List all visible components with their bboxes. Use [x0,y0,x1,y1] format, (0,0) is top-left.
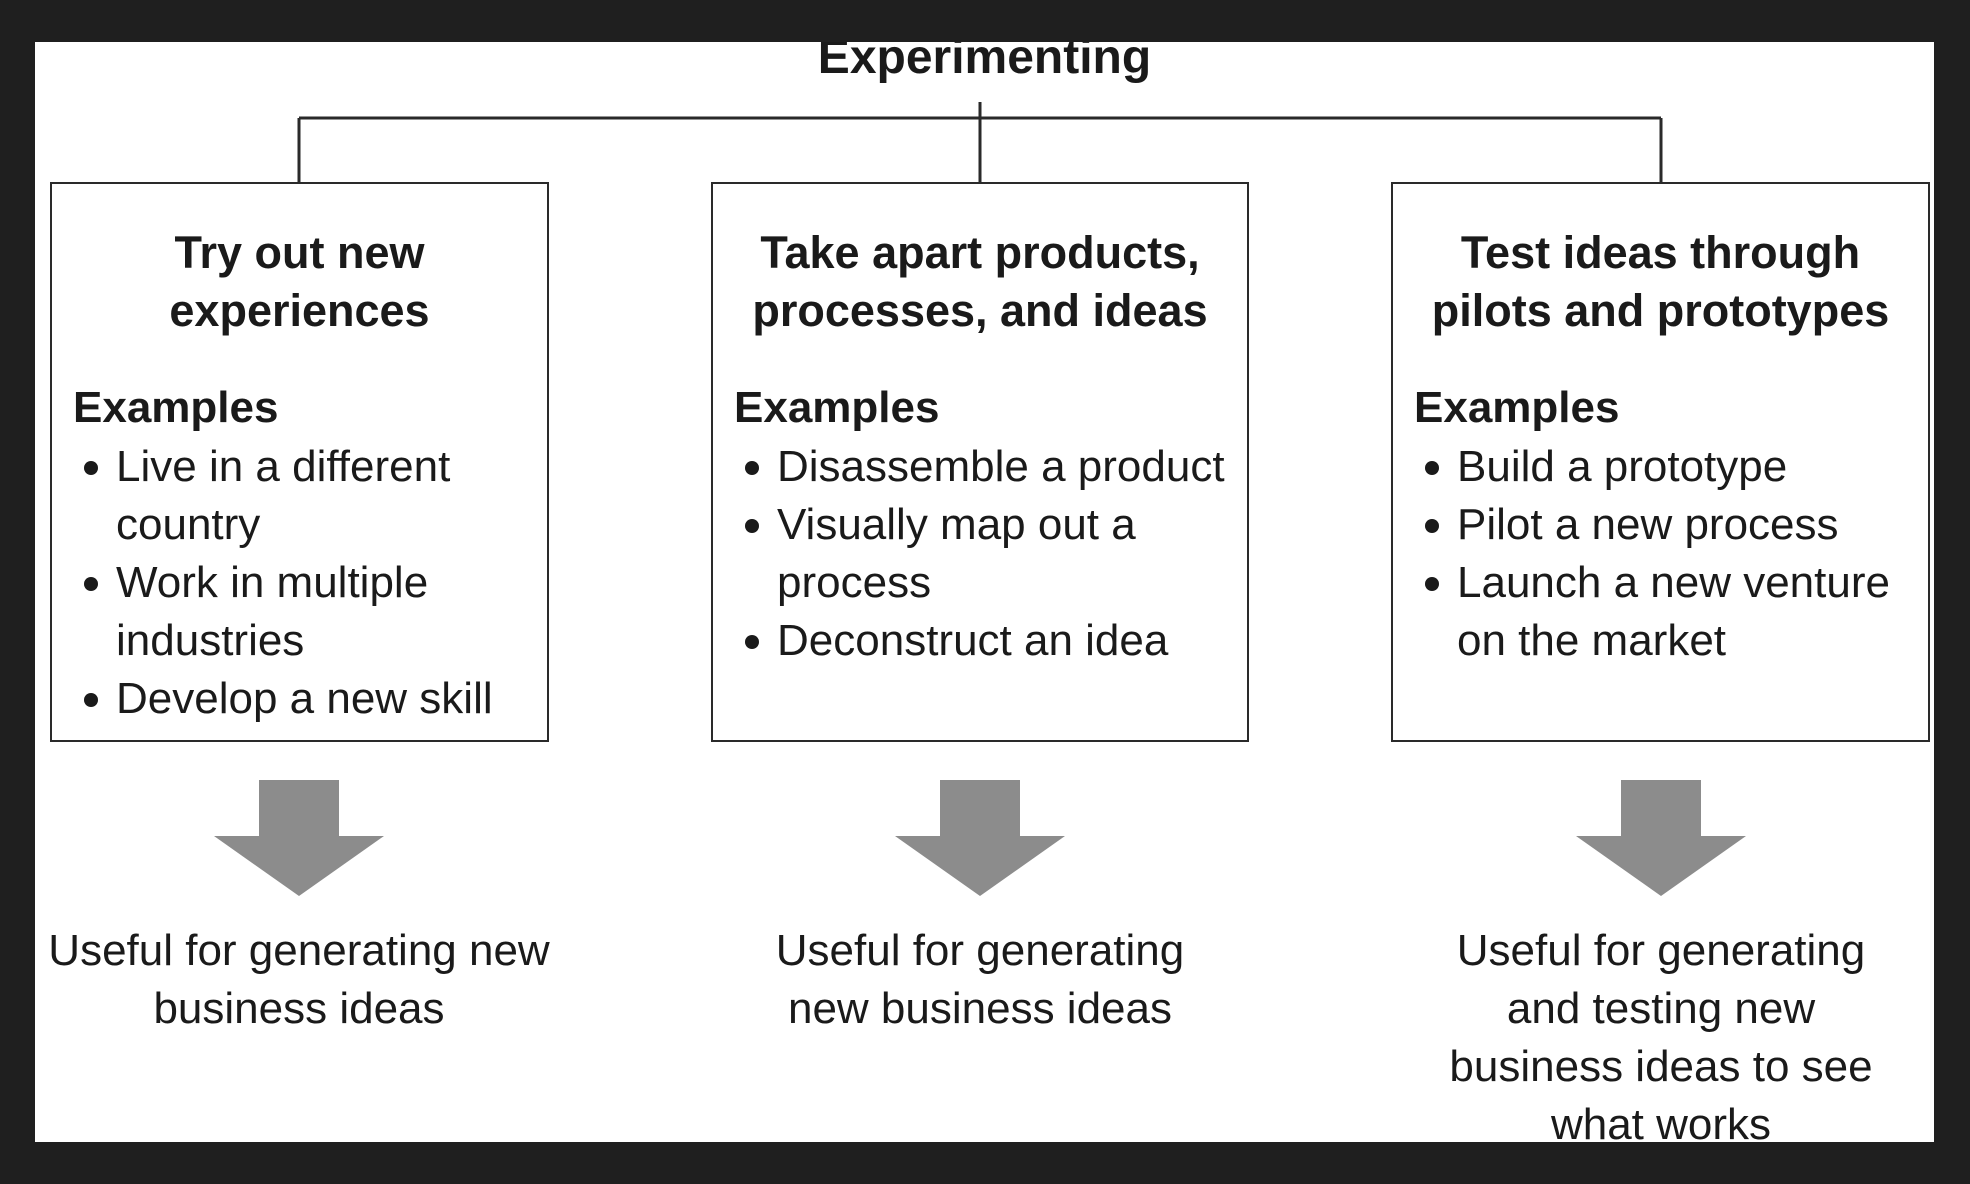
example-item: Develop a new skill [80,670,541,728]
example-item: Deconstruct an idea [741,612,1241,670]
box-take-apart: Take apart products, processes, and idea… [711,182,1249,742]
example-item: Work in multiple industries [80,554,541,670]
examples-label: Examples [734,383,940,432]
example-item: Pilot a new process [1421,496,1922,554]
box-heading-line: Test ideas through [1460,227,1861,278]
examples-label: Examples [1414,383,1620,432]
example-item: Build a prototype [1421,438,1922,496]
down-arrow-icon [214,780,384,896]
box-test-ideas: Test ideas through pilots and prototypes… [1391,182,1930,742]
box-heading: Try out new experiences [52,224,547,340]
box-heading-line: processes, and ideas [752,285,1208,336]
examples-list: Live in a different country Work in mult… [52,438,547,728]
example-item: Live in a different country [80,438,541,554]
outcome-text: Useful for generating new business ideas [48,926,550,1033]
examples-list: Build a prototype Pilot a new process La… [1393,438,1928,670]
diagram-panel: Experimenting Try out new experiences Ex… [35,42,1934,1142]
examples-label: Examples [73,383,279,432]
example-item: Disassemble a product [741,438,1241,496]
example-item: Launch a new venture on the market [1421,554,1922,670]
box-heading: Take apart products, processes, and idea… [713,224,1247,340]
box-heading-line: Try out new [174,227,425,278]
outcome-text: Useful for generating and testing new bu… [1449,926,1873,1142]
examples-list: Disassemble a product Visually map out a… [713,438,1247,670]
box-heading-line: pilots and prototypes [1431,285,1890,336]
box-heading: Test ideas through pilots and prototypes [1393,224,1928,340]
down-arrow-icon [1576,780,1746,896]
box-try-new-experiences: Try out new experiences Examples Live in… [50,182,549,742]
tree-connectors [297,102,1663,183]
box-heading-line: Take apart products, [760,227,1200,278]
outcome-text: Useful for generating new business ideas [775,926,1185,1033]
down-arrow-icon [895,780,1065,896]
example-item: Visually map out a process [741,496,1241,612]
box-heading-line: experiences [169,285,430,336]
diagram-title: Experimenting [817,42,1152,84]
